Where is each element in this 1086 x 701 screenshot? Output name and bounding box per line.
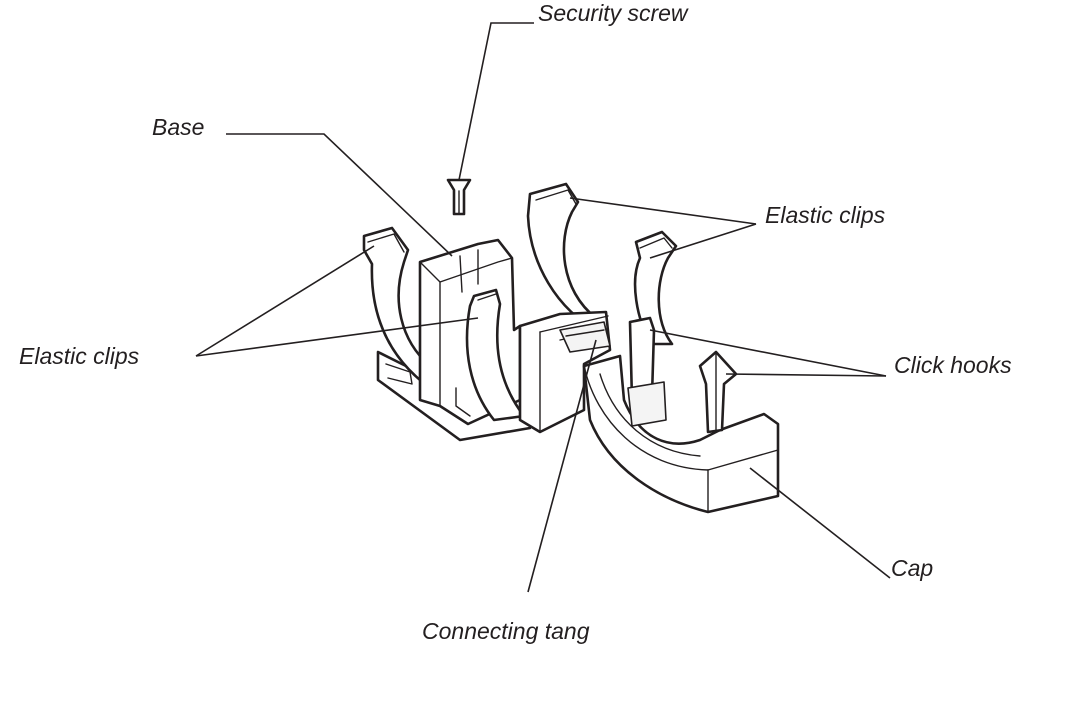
leader-lines [195, 22, 891, 593]
leader-elastic-clips-right-a [569, 197, 757, 225]
label-security-screw: Security screw [538, 0, 688, 26]
leader-click-hooks-b [725, 373, 887, 377]
leader-base [226, 133, 453, 257]
connecting-tang [559, 321, 611, 353]
leader-security-screw [458, 22, 534, 181]
label-cap: Cap [891, 555, 934, 581]
leader-elastic-clips-left-a [195, 245, 375, 357]
label-elastic-clips-right: Elastic clips [765, 202, 886, 228]
leader-elastic-clips-left-b [195, 317, 479, 357]
leader-click-hooks-a [649, 329, 887, 377]
label-base: Base [152, 114, 205, 140]
cap [582, 316, 780, 514]
security-screw [446, 178, 472, 216]
label-elastic-clips-left: Elastic clips [19, 343, 140, 369]
leader-connecting-tang [527, 339, 597, 593]
leader-cap [749, 467, 891, 579]
leader-elastic-clips-right-b [649, 223, 757, 259]
label-click-hooks: Click hooks [894, 352, 1012, 378]
label-connecting-tang: Connecting tang [422, 618, 590, 644]
